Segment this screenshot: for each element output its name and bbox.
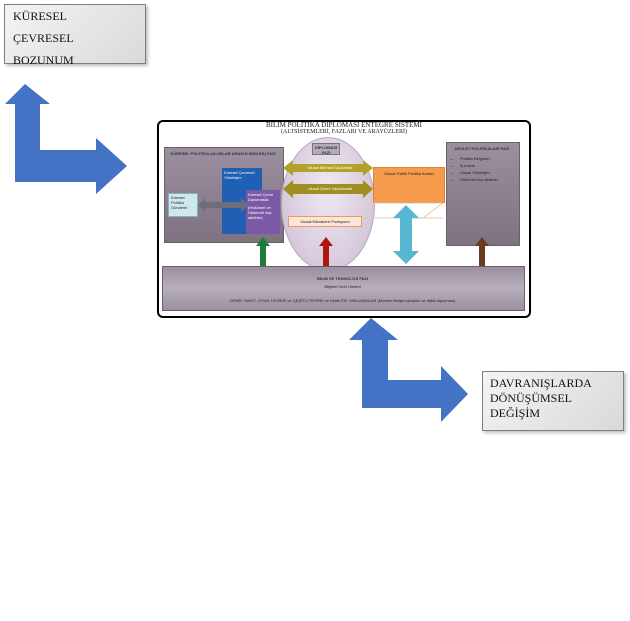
diplomacy-phase-label: DİPLOMASİ FAZI [312,143,340,155]
state-policy-item: İş hukuk [460,162,514,169]
system-subtitle: (ALTSİSTEMLERİ, FAZLARI VE ARAYÜZLERİ) [281,129,407,135]
box-line-1: DAVRANIŞLARDA [490,376,592,390]
science-evidence-label: Bilgisel Ürün Üretimi [324,284,361,289]
brown-double-arrow [475,237,489,275]
global-agenda-box: Küresel Politika Gündemi [168,193,198,217]
national-negotiation-box: Ulusal Müzakere Pozisyonu [288,216,362,227]
state-policy-item: Hükümet dışı aktörler [460,176,514,183]
policy-analysis-box: Ulusal Politik Politika Analizi [373,167,445,203]
state-actors-label: (Hükümet ve Hükümet dışı aktörler) [248,205,272,220]
box-line-3: BOZUNUM [13,53,74,67]
blue-flow-arrow-top [5,84,127,194]
state-policies-title: DEVLET POLİTİKALARI FAZI [454,146,510,151]
diplomacy-phase-text: DİPLOMASİ FAZI [314,145,338,155]
policy-analysis-label: Ulusal Politik Politika Analizi [384,171,434,176]
national-negotiation-label: Ulusal Müzakere Pozisyonu [300,219,350,224]
global-governance-label: Küresel Çevresel Yönetişim [224,170,255,180]
national-env-diplomacy-label: Ulusal Çevre Diplomasisi [307,186,353,191]
state-policy-item: Ulusal Yönetişim [460,169,514,176]
science-methods-label: DPMR, SWOT, OYUN TEORİSİ ve ÇEŞİTLİ TEOR… [229,298,456,303]
state-policy-item: Politika Belgeleri [460,155,514,162]
global-environmental-degradation-box: KÜRESEL ÇEVRESEL BOZUNUM [4,4,146,67]
national-science-diplomacy-label: Ulusal Bilimsel Diplomasi [307,165,353,170]
state-policies-list: Politika Belgeleri İş hukuk Ulusal Yönet… [452,155,514,183]
global-env-diplomacy-box: Küresel Çevre Diplomasisi (Hükümet ve Hü… [246,190,280,234]
blue-flow-arrow-bottom [349,318,468,422]
olive-arrows [283,160,373,198]
global-env-diplomacy-label: Küresel Çevre Diplomasisi [248,192,274,202]
box-line-2: ÇEVRESEL [13,31,74,45]
box-line-1: KÜRESEL [13,9,67,23]
red-double-arrow [319,237,333,275]
state-policies-phase [446,142,520,246]
global-agenda-label: Küresel Politika Gündemi [171,195,188,210]
box-line-2: DÖNÜŞÜMSEL DEĞİŞİM [490,391,572,420]
system-title: BİLİM POLİTİKA DİPLOMASİ ENTEGRE SİSTEMİ [266,121,422,129]
grey-double-arrow [198,198,248,212]
green-double-arrow [256,237,270,275]
behavioral-transformation-box: DAVRANIŞLARDA DÖNÜŞÜMSEL DEĞİŞİM [482,371,624,431]
global-politics-title: KÜRESEL POLİTİKA (ULUSLAR ARASI İLİŞKİLE… [170,151,276,156]
science-phase-title: BİLİM VE TEKNOLOJİ FAZI [316,276,369,281]
teal-double-arrow [393,205,419,264]
science-technology-phase [162,266,525,311]
